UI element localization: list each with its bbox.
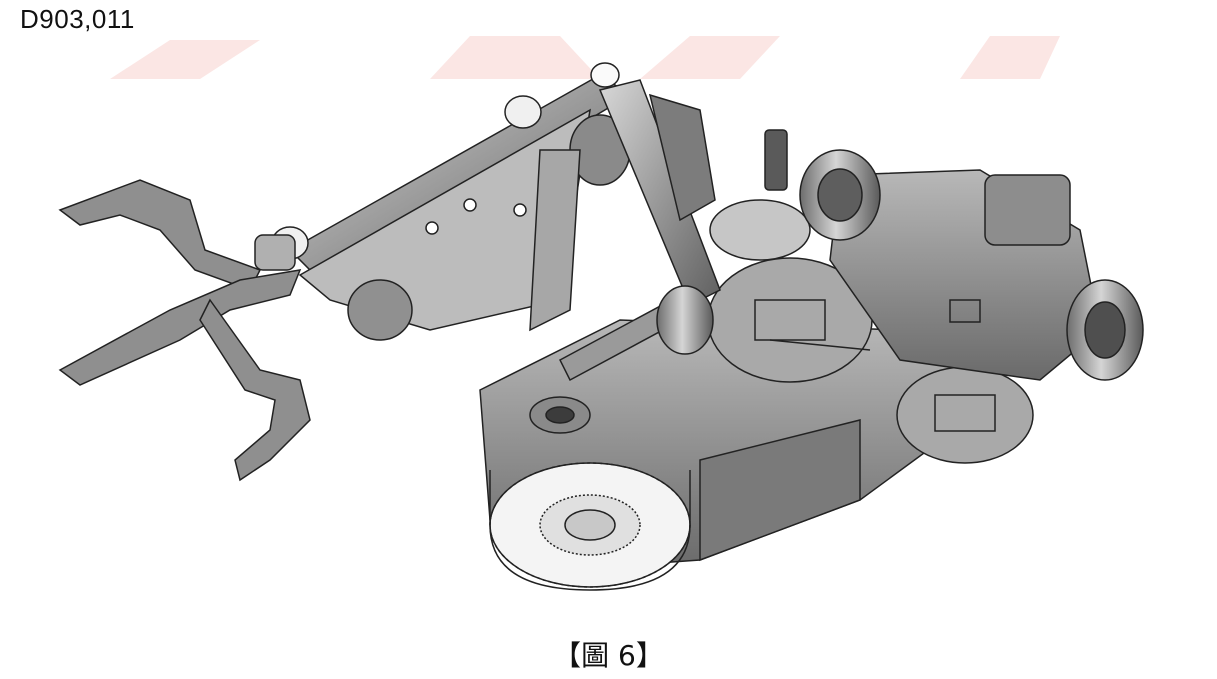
gripper-claw [58,179,311,482]
figure-caption: 【圖 6】 [553,639,664,672]
drive-discs [707,129,1034,464]
base-housing [479,319,1012,591]
watermark-logo [110,36,1060,79]
document-number: D903,011 [20,4,135,34]
motor-block [799,149,1144,381]
forearm-link [529,79,721,382]
